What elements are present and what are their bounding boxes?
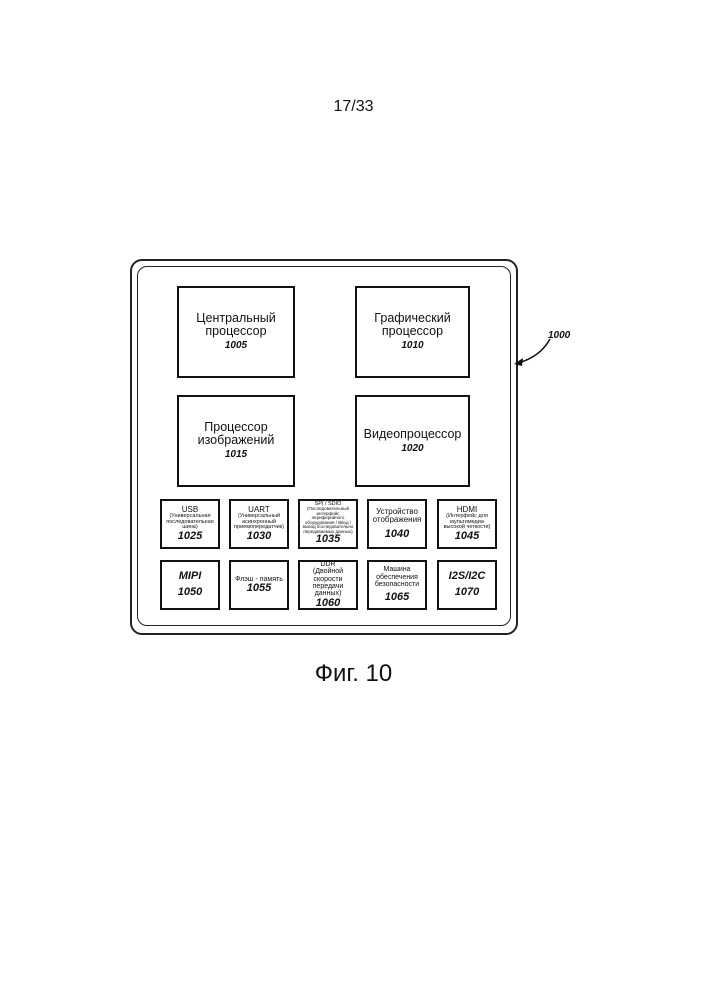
i2s-i2c-block: I2S/I2C 1070 [437,560,497,610]
block-ref: 1030 [247,531,271,543]
block-ref: 1060 [316,598,340,610]
block-title: Процессор изображений [179,421,293,447]
flash-memory-block: Флэш - память1055 [229,560,289,610]
ref-arrow-icon [510,335,560,370]
page-number: 17/33 [0,98,707,116]
display-block: Устройство отображения 1040 [367,499,427,549]
mipi-block: MIPI 1050 [160,560,220,610]
block-subtitle: (Интерфейс для мультимедиа высокой четко… [439,514,495,531]
block-ref: 1070 [455,587,479,599]
block-title: Центральный процессор [179,312,293,338]
image-processor-block: Процессор изображений 1015 [177,395,295,487]
block-ref: 1010 [401,341,423,352]
security-engine-block: Машина обеспечения безопасности 1065 [367,560,427,610]
block-ref: 1055 [247,583,271,595]
block-ref: 1065 [385,592,409,604]
spi-sdio-block: SPI / SDIO(Последовательный интерфейс пе… [298,499,358,549]
ddr-block: DDR (Двойной скорости передачи данных)10… [298,560,358,610]
block-ref: 1040 [385,529,409,541]
block-title: I2S/I2C [449,571,486,583]
block-ref: 1005 [225,341,247,352]
block-title: Машина обеспечения безопасности [369,566,425,588]
block-subtitle: (Последовательный интерфейс периферийног… [300,507,356,534]
hdmi-block: HDMI(Интерфейс для мультимедиа высокой ч… [437,499,497,549]
block-title: Графический процессор [357,312,468,338]
block-ref: 1045 [455,531,479,543]
block-ref: 1050 [178,587,202,599]
video-processor-block: Видеопроцессор 1020 [355,395,470,487]
block-title: Видеопроцессор [364,428,462,441]
block-ref: 1020 [401,444,423,455]
block-ref: 1025 [178,531,202,543]
block-ref: 1035 [316,534,340,546]
cpu-block: Центральный процессор 1005 [177,286,295,378]
block-title: DDR (Двойной скорости передачи данных) [308,561,348,598]
figure-caption: Фиг. 10 [0,660,707,688]
block-title: MIPI [179,571,202,583]
block-subtitle: (Универсальная последовательная шина) [162,514,218,531]
uart-block: UART(Универсальный асинхронный приемопер… [229,499,289,549]
usb-block: USB(Универсальная последовательная шина)… [160,499,220,549]
block-ref: 1015 [225,450,247,461]
block-title: Устройство отображения [369,508,425,525]
gpu-block: Графический процессор 1010 [355,286,470,378]
block-subtitle: (Универсальный асинхронный приемопередат… [231,514,287,531]
